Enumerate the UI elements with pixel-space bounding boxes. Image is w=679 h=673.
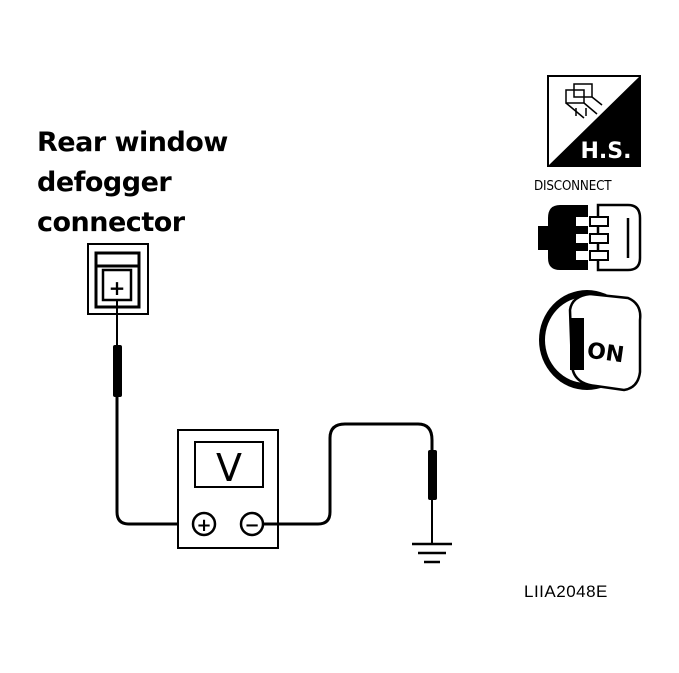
positive-terminal-symbol: + — [196, 515, 211, 536]
positive-terminal — [191, 511, 217, 537]
connector-label-line-3: connector — [37, 207, 185, 238]
disconnect-icon — [538, 203, 642, 272]
voltmeter: V + − — [177, 429, 279, 549]
negative-probe — [263, 422, 437, 544]
negative-terminal-symbol: − — [244, 515, 259, 536]
positive-probe — [113, 299, 186, 526]
connector-label-line-1: Rear window — [37, 127, 228, 158]
voltmeter-display: V — [216, 446, 242, 490]
ignition-on-label: ON — [585, 339, 625, 369]
connector-terminal-symbol: + — [109, 276, 126, 300]
diagram-code: LIIA2048E — [524, 582, 608, 601]
ground-symbol — [412, 542, 452, 564]
hs-icon: H.S. — [547, 75, 641, 167]
hs-label: H.S. — [581, 139, 632, 164]
connector-label-line-2: defogger — [37, 167, 172, 198]
ignition-key-on-icon: ON — [539, 290, 642, 392]
disconnect-label: DISCONNECT — [534, 179, 612, 194]
